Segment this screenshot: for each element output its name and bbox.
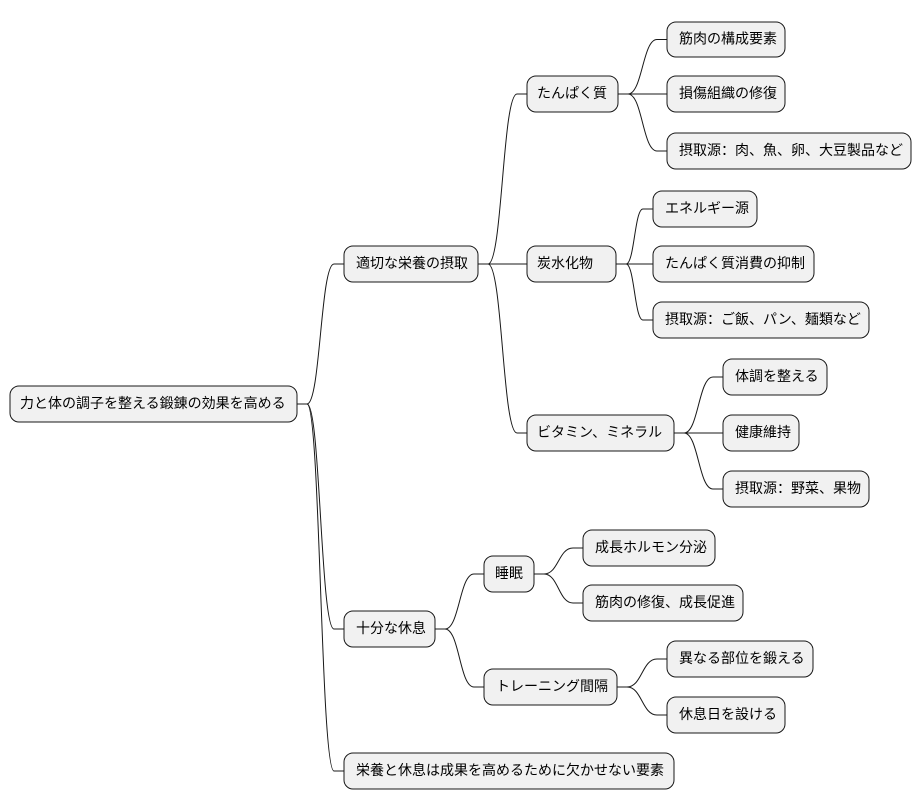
connector-line	[478, 93, 527, 265]
branch-node-label: 適切な栄養の摂取	[356, 255, 468, 272]
leaf-node: エネルギー源	[652, 190, 758, 228]
leaf-node-label: 休息日を設ける	[679, 706, 777, 723]
leaf-node: 摂取源：ご飯、パン、麺類など	[652, 301, 870, 339]
leaf-node-label: 摂取源：野菜、果物	[735, 481, 861, 497]
connector-line	[674, 376, 723, 434]
connector-line	[534, 573, 583, 604]
connector-line	[616, 208, 653, 265]
leaf-node: 摂取源：肉、魚、卵、大豆製品など	[666, 132, 912, 170]
connector-line	[435, 573, 484, 630]
leaf-node-label: 筋肉の修復、成長促進	[595, 594, 735, 611]
topic-node-label: トレーニング間隔	[496, 679, 608, 695]
connector-line	[616, 263, 653, 321]
connector-line	[478, 263, 527, 434]
topic-node-training-interval: トレーニング間隔	[483, 668, 618, 706]
connector-line	[435, 628, 484, 688]
topic-node-label: たんぱく質	[537, 86, 607, 102]
connector-line	[297, 263, 344, 405]
topic-node-protein: たんぱく質	[526, 75, 619, 113]
leaf-node: 損傷組織の修復	[666, 75, 786, 113]
leaf-node-label: 健康維持	[735, 424, 791, 441]
leaf-node: 健康維持	[722, 414, 800, 452]
leaf-node: たんぱく質消費の抑制	[652, 245, 815, 283]
leaf-node: 筋肉の修復、成長促進	[582, 584, 744, 622]
mind-map-edges	[297, 39, 723, 772]
root-node-label: 力と体の調子を整える鍛錬の効果を高める	[20, 395, 286, 412]
leaf-node-label: 成長ホルモン分泌	[595, 540, 707, 556]
branch-node-label: 十分な休息	[356, 620, 426, 637]
leaf-node: 体調を整える	[722, 358, 828, 396]
branch-node-rest: 十分な休息	[343, 610, 436, 648]
topic-node-label: 睡眠	[495, 566, 523, 582]
topic-node-label: 炭水化物	[537, 256, 593, 272]
leaf-node-label: 摂取源：肉、魚、卵、大豆製品など	[679, 143, 903, 159]
leaf-node-label: 筋肉の構成要素	[679, 31, 777, 48]
root-node: 力と体の調子を整える鍛錬の効果を高める	[9, 385, 298, 423]
connector-line	[617, 658, 667, 688]
leaf-node-label: たんぱく質消費の抑制	[665, 256, 805, 272]
branch-node-nutrition: 適切な栄養の摂取	[343, 245, 479, 283]
leaf-node-label: 異なる部位を鍛える	[679, 651, 805, 667]
leaf-node: 異なる部位を鍛える	[666, 640, 814, 678]
connector-line	[618, 39, 667, 95]
topic-node-label: ビタミン、ミネラル	[537, 425, 662, 441]
connector-line	[534, 547, 583, 575]
topic-node-carbohydrate: 炭水化物	[526, 245, 617, 283]
leaf-node: 摂取源：野菜、果物	[722, 470, 870, 508]
branch-node-conclusion: 栄養と休息は成果を高めるために欠かせない要素	[343, 752, 675, 790]
connector-line	[618, 93, 667, 152]
connector-line	[297, 403, 344, 772]
leaf-node-label: 体調を整える	[735, 369, 819, 385]
connector-line	[674, 432, 723, 490]
leaf-node-label: エネルギー源	[665, 201, 749, 217]
leaf-node: 休息日を設ける	[666, 696, 786, 734]
leaf-node: 成長ホルモン分泌	[582, 529, 716, 567]
leaf-node-label: 損傷組織の修復	[679, 85, 777, 102]
topic-node-vitamin-mineral: ビタミン、ミネラル	[526, 414, 675, 452]
connector-line	[617, 686, 667, 716]
connector-line	[297, 403, 344, 630]
topic-node-sleep: 睡眠	[483, 555, 535, 593]
leaf-node: 筋肉の構成要素	[666, 21, 786, 58]
leaf-node-label: 摂取源：ご飯、パン、麺類など	[665, 311, 861, 328]
branch-node-label: 栄養と休息は成果を高めるために欠かせない要素	[356, 762, 664, 779]
